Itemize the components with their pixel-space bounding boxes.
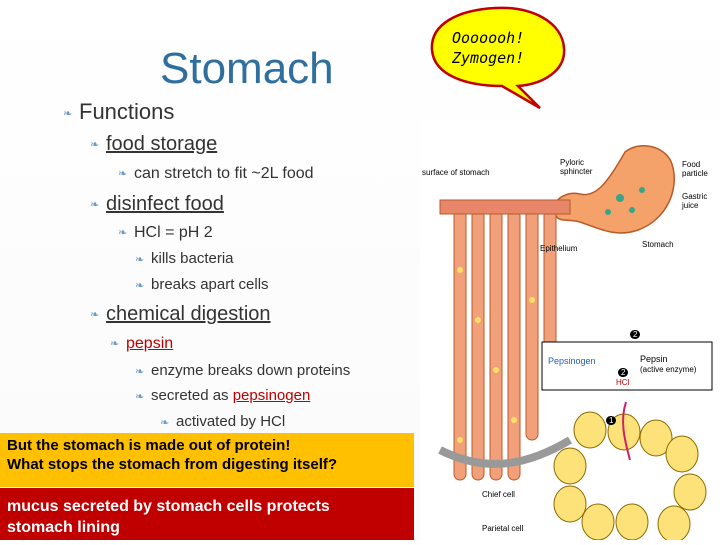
step-1-marker: 1 <box>606 416 617 425</box>
label-pyloric-1: Pyloric <box>560 158 585 167</box>
label-pepsin-1: Pepsin <box>640 354 668 364</box>
bullet-icon: ❧ <box>135 253 145 266</box>
outline-can-stretch: ❧can stretch to fit ~2L food <box>118 165 314 182</box>
speech-bubble <box>430 6 566 110</box>
step-2a-marker: 2 <box>630 330 641 339</box>
bullet-icon: ❧ <box>118 168 128 181</box>
label-parietal-cell: Parietal cell <box>482 524 524 533</box>
bullet-icon: ❧ <box>160 416 170 429</box>
slide-title: Stomach <box>160 44 334 93</box>
bullet-icon: ❧ <box>63 107 73 120</box>
step-2b-marker: 2 <box>618 368 629 377</box>
bullet-icon: ❧ <box>90 199 100 212</box>
bubble-line-1: Ooooooh! <box>452 29 525 47</box>
stomach-illustration <box>420 120 720 543</box>
answer-line-1: mucus secreted by stomach cells protects <box>7 498 330 515</box>
outline-food-storage: ❧food storage <box>90 133 218 155</box>
label-surface: surface of stomach <box>422 168 490 177</box>
label-pepsinogen: Pepsinogen <box>548 356 596 366</box>
label-pepsin-2: (active enzyme) <box>640 365 697 374</box>
bullet-icon: ❧ <box>135 390 145 403</box>
outline-secreted: ❧secreted as pepsinogen <box>135 387 311 404</box>
outline-pepsin: ❧pepsin <box>110 335 174 352</box>
bubble-text: Ooooooh! Zymogen! <box>452 28 562 68</box>
outline-kills: ❧kills bacteria <box>135 250 234 267</box>
answer-box: mucus secreted by stomach cells protects… <box>0 488 414 540</box>
question-box: But the stomach is made out of protein! … <box>0 433 414 487</box>
label-chief-cell: Chief cell <box>482 490 515 499</box>
question-line-1: But the stomach is made out of protein! <box>7 437 291 454</box>
label-stomach: Stomach <box>642 240 674 249</box>
bubble-line-2: Zymogen! <box>452 49 525 67</box>
label-hcl: HCl <box>616 378 630 387</box>
outline-disinfect: ❧disinfect food <box>90 193 224 215</box>
outline-enzyme: ❧enzyme breaks down proteins <box>135 362 351 379</box>
stomach-diagram: surface of stomach Pyloric sphincter Foo… <box>420 120 720 543</box>
answer-line-2: stomach lining <box>7 519 120 536</box>
outline-activated: ❧activated by HCl <box>160 413 286 430</box>
bullet-icon: ❧ <box>90 309 100 322</box>
outline-chemical: ❧chemical digestion <box>90 303 271 325</box>
bullet-icon: ❧ <box>135 279 145 292</box>
pepsinogen-term: pepsinogen <box>232 387 311 404</box>
bullet-icon: ❧ <box>110 338 120 351</box>
bullet-icon: ❧ <box>90 139 100 152</box>
outline-functions: ❧Functions <box>63 99 175 124</box>
bullet-icon: ❧ <box>118 227 128 240</box>
label-pyloric-2: sphincter <box>560 167 593 176</box>
label-gastric-1: Gastric <box>682 192 708 201</box>
label-food-2: particle <box>682 169 708 178</box>
outline-breaks: ❧breaks apart cells <box>135 276 269 293</box>
question-line-2: What stops the stomach from digesting it… <box>7 456 338 473</box>
stomach-organ <box>552 145 675 234</box>
bullet-icon: ❧ <box>135 365 145 378</box>
label-epithelium: Epithelium <box>540 244 578 253</box>
label-gastric-2: juice <box>682 201 699 210</box>
outline-hcl: ❧HCl = pH 2 <box>118 224 213 241</box>
label-food-1: Food <box>682 160 701 169</box>
